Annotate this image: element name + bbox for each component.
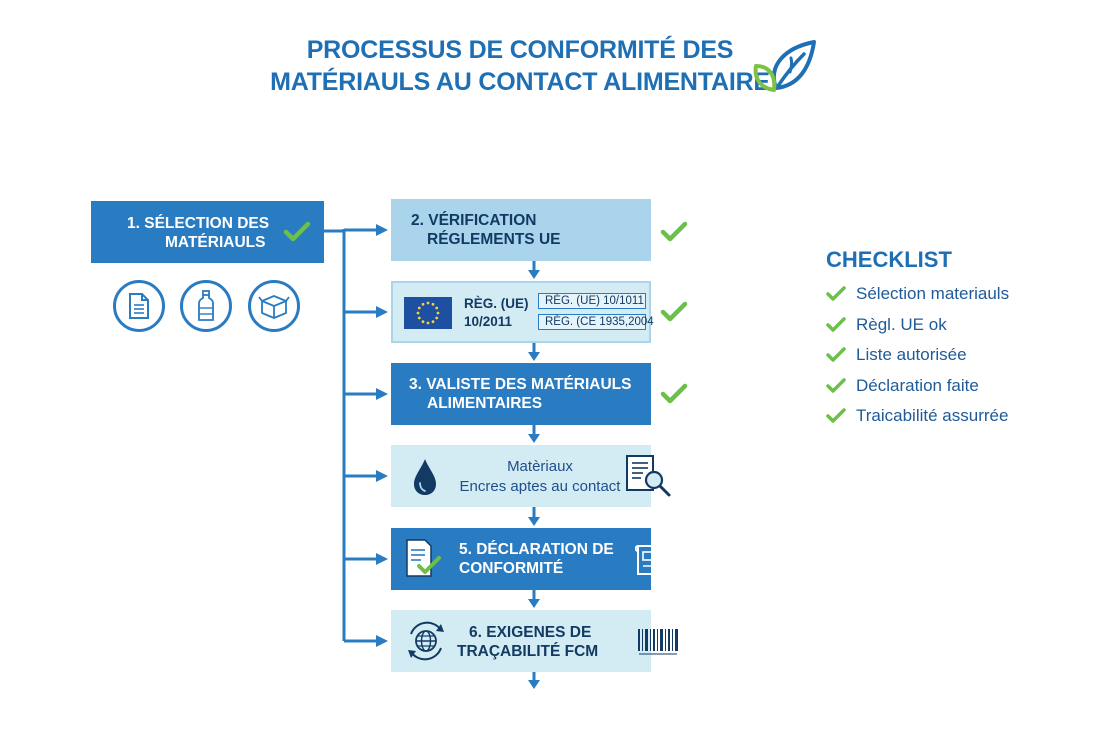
- bottle-icon: [180, 280, 232, 332]
- barcode-icon: [638, 629, 678, 655]
- leaf-icon: [753, 40, 816, 92]
- step-4-line-2: Encres aptes au contact: [459, 478, 621, 495]
- checklist-item[interactable]: Sélection materiauls: [826, 284, 1009, 304]
- step-2-line-2: RÉGLEMENTS UE: [427, 231, 561, 248]
- checklist-item-label: Liste autorisée: [856, 345, 967, 364]
- step-5-line-2: CONFORMITÉ: [459, 560, 564, 577]
- check-icon: [826, 408, 846, 423]
- checklist-title: CHECKLIST: [826, 247, 952, 272]
- check-icon: [826, 286, 846, 301]
- checklist-item[interactable]: Traicabilité assurrée: [826, 406, 1008, 426]
- box-icon: [248, 280, 300, 332]
- check-icon: [660, 221, 688, 242]
- ink-drop-icon: [414, 459, 436, 495]
- check-icon: [826, 347, 846, 362]
- step-4-line-1: Matèriaux: [507, 458, 573, 475]
- eu-flag-icon: [404, 297, 452, 329]
- step-2-box[interactable]: 2. VÉRIFICATION RÉGLEMENTS UE: [391, 199, 651, 261]
- check-icon: [826, 317, 846, 332]
- checklist-item-label: Sélection materiauls: [856, 284, 1010, 303]
- checklist-item-label: Déclaration faite: [856, 376, 979, 395]
- document-icon: [113, 280, 165, 332]
- globe-refresh-icon: [408, 621, 444, 661]
- step-1-box[interactable]: 1. SÉLECTION DES MATÉRIAULS: [91, 201, 324, 263]
- title-line-2: MATÉRIAULS AU CONTACT ALIMENTAIRE: [270, 68, 770, 96]
- check-icon: [283, 221, 311, 242]
- checklist-item-label: Règl. UE ok: [856, 315, 947, 334]
- step-6-line-1: 6. EXIGENES DE: [469, 624, 592, 641]
- step-1-line-2: MATÉRIAULS: [165, 234, 266, 251]
- title-line-1: PROCESSUS DE CONFORMITÉ DES: [306, 36, 734, 64]
- regulation-tag-2: RÈG. (CE 1935,2004: [538, 314, 654, 330]
- page-title: PROCESSUS DE CONFORMITÉ DES MATÉRIAULS A…: [240, 34, 800, 98]
- step-1-line-1: 1. SÉLECTION DES: [127, 215, 270, 232]
- step-3-box[interactable]: 3. VALISTE DES MATÉRIAULS ALIMENTAIRES: [391, 363, 651, 425]
- step-5-line-1: 5. DÉCLARATION DE: [459, 541, 614, 558]
- checklist-item[interactable]: Déclaration faite: [826, 376, 979, 396]
- check-icon: [826, 378, 846, 393]
- certificate-icon: [635, 545, 676, 575]
- step-6-box[interactable]: 6. EXIGENES DE TRAÇABILITÉ FCM: [391, 610, 678, 672]
- checklist-item[interactable]: Liste autorisée: [826, 345, 967, 365]
- check-icon: [660, 301, 688, 322]
- regulations-box[interactable]: RÈG. (UE) 10/2011 RÈG. (UE) 10/1011 RÈG.…: [391, 281, 654, 343]
- checklist-item[interactable]: Règl. UE ok: [826, 315, 947, 335]
- regulation-title-line-1: RÈG. (UE): [464, 296, 529, 311]
- check-icon: [660, 383, 688, 404]
- document-search-icon: [626, 455, 671, 497]
- step-6-line-2: TRAÇABILITÉ FCM: [457, 643, 599, 660]
- document-check-icon: [406, 539, 441, 577]
- regulation-title-line-2: 10/2011: [464, 314, 513, 329]
- regulation-tag-1: RÈG. (UE) 10/1011: [538, 293, 646, 309]
- step-5-box[interactable]: 5. DÉCLARATION DE CONFORMITÉ: [391, 528, 676, 590]
- step-3-line-2: ALIMENTAIRES: [427, 395, 543, 412]
- checklist-item-label: Traicabilité assurrée: [856, 406, 1009, 425]
- step-4-box[interactable]: Matèriaux Encres aptes au contact: [391, 445, 671, 507]
- step-2-line-1: 2. VÉRIFICATION: [411, 212, 537, 229]
- step-3-line-1: 3. VALISTE DES MATÉRIAULS: [409, 376, 632, 393]
